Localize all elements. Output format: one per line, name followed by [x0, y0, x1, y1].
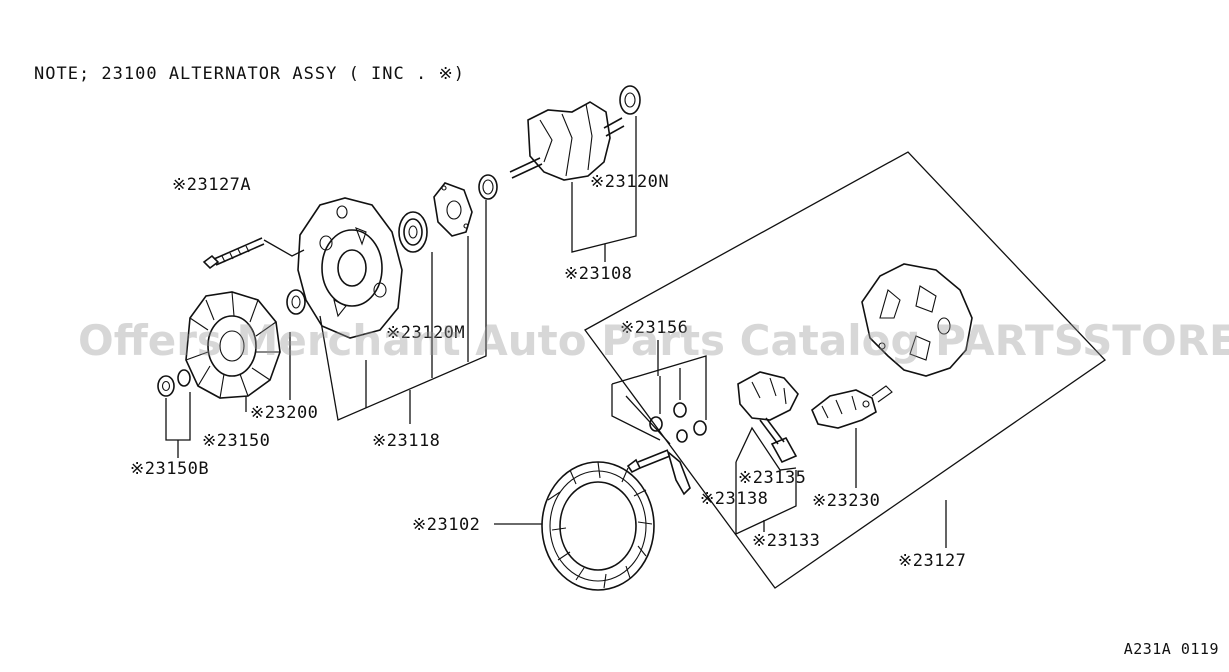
rotor-group-leader — [571, 116, 637, 253]
stator-part — [541, 461, 655, 591]
callout-23120m: ※23120M — [386, 323, 465, 343]
callout-23135: ※23135 — [738, 468, 806, 488]
callout-23150b: ※23150B — [130, 459, 209, 479]
pulley-nut-part — [157, 375, 175, 397]
assembly-note: NOTE; 23100 ALTERNATOR ASSY ( INC . ※) — [34, 64, 465, 84]
callout-23200: ※23200 — [250, 403, 318, 423]
callout-23108: ※23108 — [564, 264, 632, 284]
callout-23127a: ※23127A — [172, 175, 251, 195]
rectifier-part — [811, 385, 893, 429]
rear-cover-part — [861, 263, 973, 377]
terminal-screws-part — [611, 355, 707, 496]
through-bolt-part — [202, 237, 305, 270]
front-bracket-group-leader — [319, 200, 487, 421]
figure-code: A231A 0119 — [1123, 640, 1219, 658]
callout-23138: ※23138 — [700, 489, 768, 509]
callout-23120n: ※23120N — [590, 172, 669, 192]
callout-23133: ※23133 — [752, 531, 820, 551]
callout-23127: ※23127 — [898, 551, 966, 571]
brush-holder-leader — [735, 426, 797, 471]
callout-23150: ※23150 — [202, 431, 270, 451]
callout-23230: ※23230 — [812, 491, 880, 511]
front-seal-part — [286, 289, 306, 315]
rotor-part — [509, 85, 641, 181]
callout-23118: ※23118 — [372, 431, 440, 451]
rear-cover-group-outline — [584, 151, 1106, 589]
spring-washer-part — [177, 369, 191, 387]
fan-part — [185, 291, 281, 399]
brush-holder-part — [737, 371, 799, 464]
front-bearing-part — [398, 211, 428, 253]
callout-23102: ※23102 — [412, 515, 480, 535]
nut-washer-leader — [165, 392, 191, 441]
callout-23156: ※23156 — [620, 318, 688, 338]
front-bracket-part — [297, 197, 403, 339]
seal-ring-part — [478, 174, 498, 200]
brush-group-leader — [735, 462, 797, 536]
front-seal-inner — [291, 295, 301, 309]
retainer-plate-part — [433, 182, 473, 237]
